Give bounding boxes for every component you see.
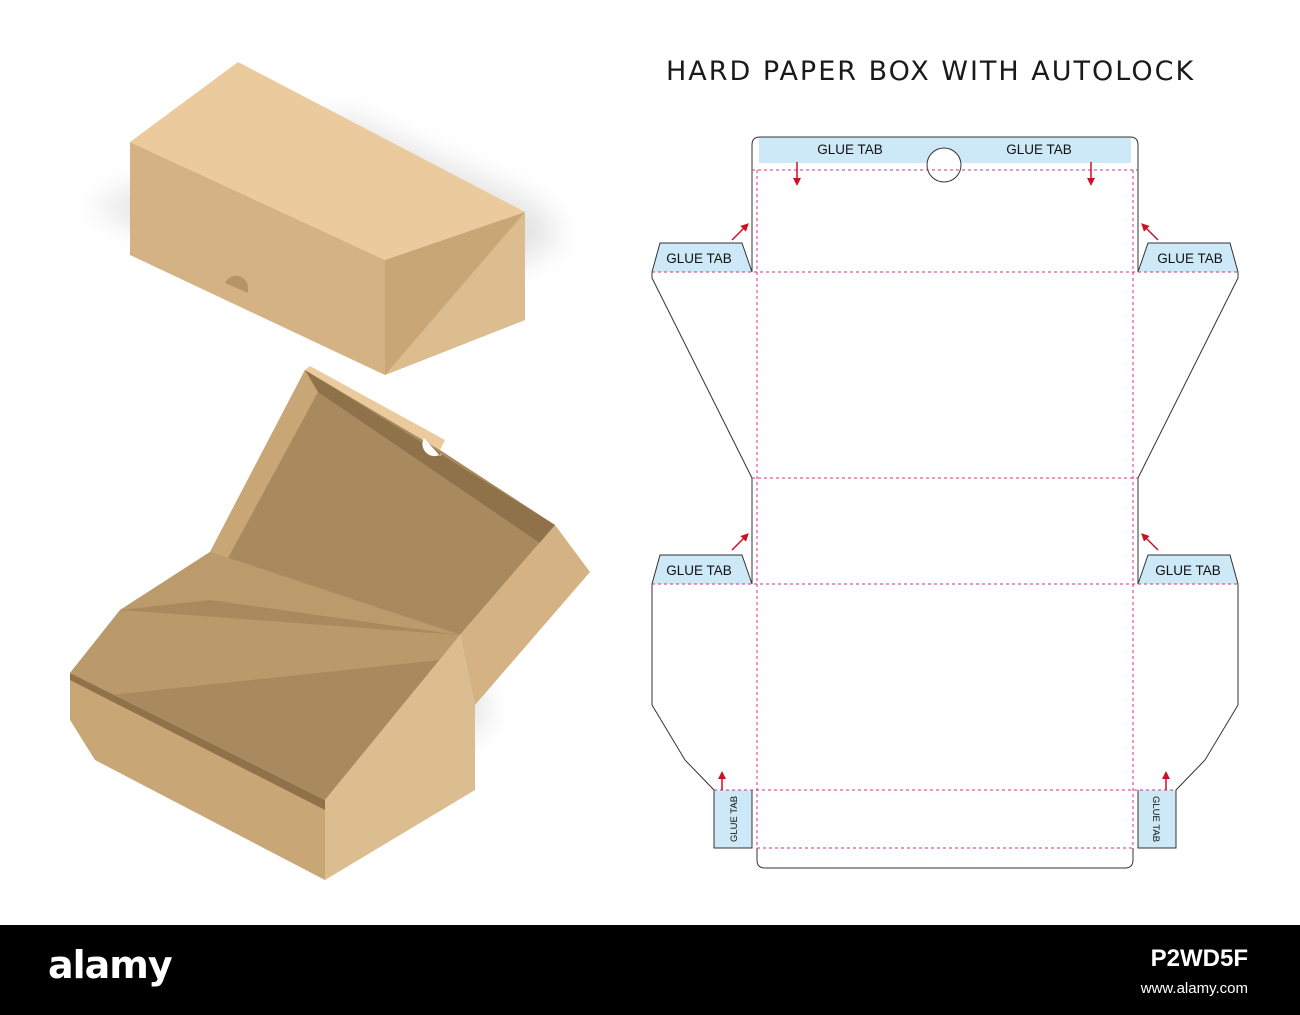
glue-tab-upper-right-fill xyxy=(1138,243,1238,272)
open-box-illustration xyxy=(70,366,590,880)
site-url-label: www.alamy.com xyxy=(1140,980,1248,997)
glue-tab-label-lower-left: GLUE TAB xyxy=(666,563,732,578)
panel-cut-lines-middle xyxy=(751,478,1139,584)
bottom-lip-cut-line xyxy=(756,848,1134,869)
thumb-hole xyxy=(926,147,962,183)
glue-tab-label-upper-right: GLUE TAB xyxy=(1157,251,1223,266)
arrow-lower-left xyxy=(731,533,749,551)
arrow-upper-left xyxy=(731,223,749,241)
glue-tab-bottom-left-fill xyxy=(714,790,752,848)
left-flap-cut-lower xyxy=(651,554,753,849)
diagram-title: HARD PAPER BOX WITH AUTOLOCK xyxy=(666,56,1196,87)
left-flap-cut-upper xyxy=(651,242,753,479)
watermark-footer-bar: alamy P2WD5F www.alamy.com xyxy=(0,925,1300,1015)
right-flap-cut-upper xyxy=(1137,242,1239,479)
glue-tab-label-lower-right: GLUE TAB xyxy=(1155,563,1221,578)
arrow-lower-right xyxy=(1141,533,1159,551)
image-id-label: P2WD5F xyxy=(1150,945,1248,972)
glue-tab-label-bottom-left: GLUE TAB xyxy=(729,796,740,842)
open-tray-front-face xyxy=(70,680,325,880)
glue-tab-label-bottom-right: GLUE TAB xyxy=(1150,796,1161,842)
illustration-svg: GLUE TAB GLUE TAB GLUE TAB GLUE TAB GLUE… xyxy=(70,62,1239,880)
direction-arrows xyxy=(718,162,1170,790)
open-lid-lock-flap xyxy=(460,525,590,705)
glue-tab-bottom-right-fill xyxy=(1138,790,1176,848)
glue-tab-upper-left-fill xyxy=(652,243,752,272)
open-lid-front-wall xyxy=(305,370,555,545)
dieline-diagram: GLUE TAB GLUE TAB GLUE TAB GLUE TAB GLUE… xyxy=(651,136,1239,869)
alamy-logo: alamy xyxy=(48,943,173,987)
arrow-upper-right xyxy=(1141,223,1159,241)
closed-box-thumb-notch xyxy=(225,275,249,293)
glue-tab-lower-left-fill xyxy=(652,555,752,584)
closed-box-lock-flap xyxy=(385,212,525,375)
panel-cut-lines-bottom xyxy=(751,790,1139,848)
right-flap-cut-lower xyxy=(1137,554,1239,849)
glue-tab-label-top-left: GLUE TAB xyxy=(817,142,883,157)
illustration-canvas: GLUE TAB GLUE TAB GLUE TAB GLUE TAB GLUE… xyxy=(70,56,1239,880)
closed-box-front-face xyxy=(130,142,385,375)
open-lid-edge xyxy=(305,366,445,450)
open-lid-thumb-notch xyxy=(422,438,445,457)
fold-lines xyxy=(652,169,1238,849)
open-lid-left-wall xyxy=(210,370,318,558)
panel-cut-lines-top xyxy=(751,163,1139,272)
glue-tab-label-top-right: GLUE TAB xyxy=(1006,142,1072,157)
open-tray-left-wall xyxy=(70,610,460,695)
open-lid-inner-panel xyxy=(210,370,555,635)
top-tab-cut-line xyxy=(751,136,1139,163)
open-tray-side-face xyxy=(325,635,475,880)
glue-tab-lower-right-fill xyxy=(1138,555,1238,584)
closed-box-illustration xyxy=(90,62,560,375)
open-tray-back-wall xyxy=(120,552,460,635)
closed-box-lid-top xyxy=(130,62,525,260)
glue-tab-label-upper-left: GLUE TAB xyxy=(666,251,732,266)
